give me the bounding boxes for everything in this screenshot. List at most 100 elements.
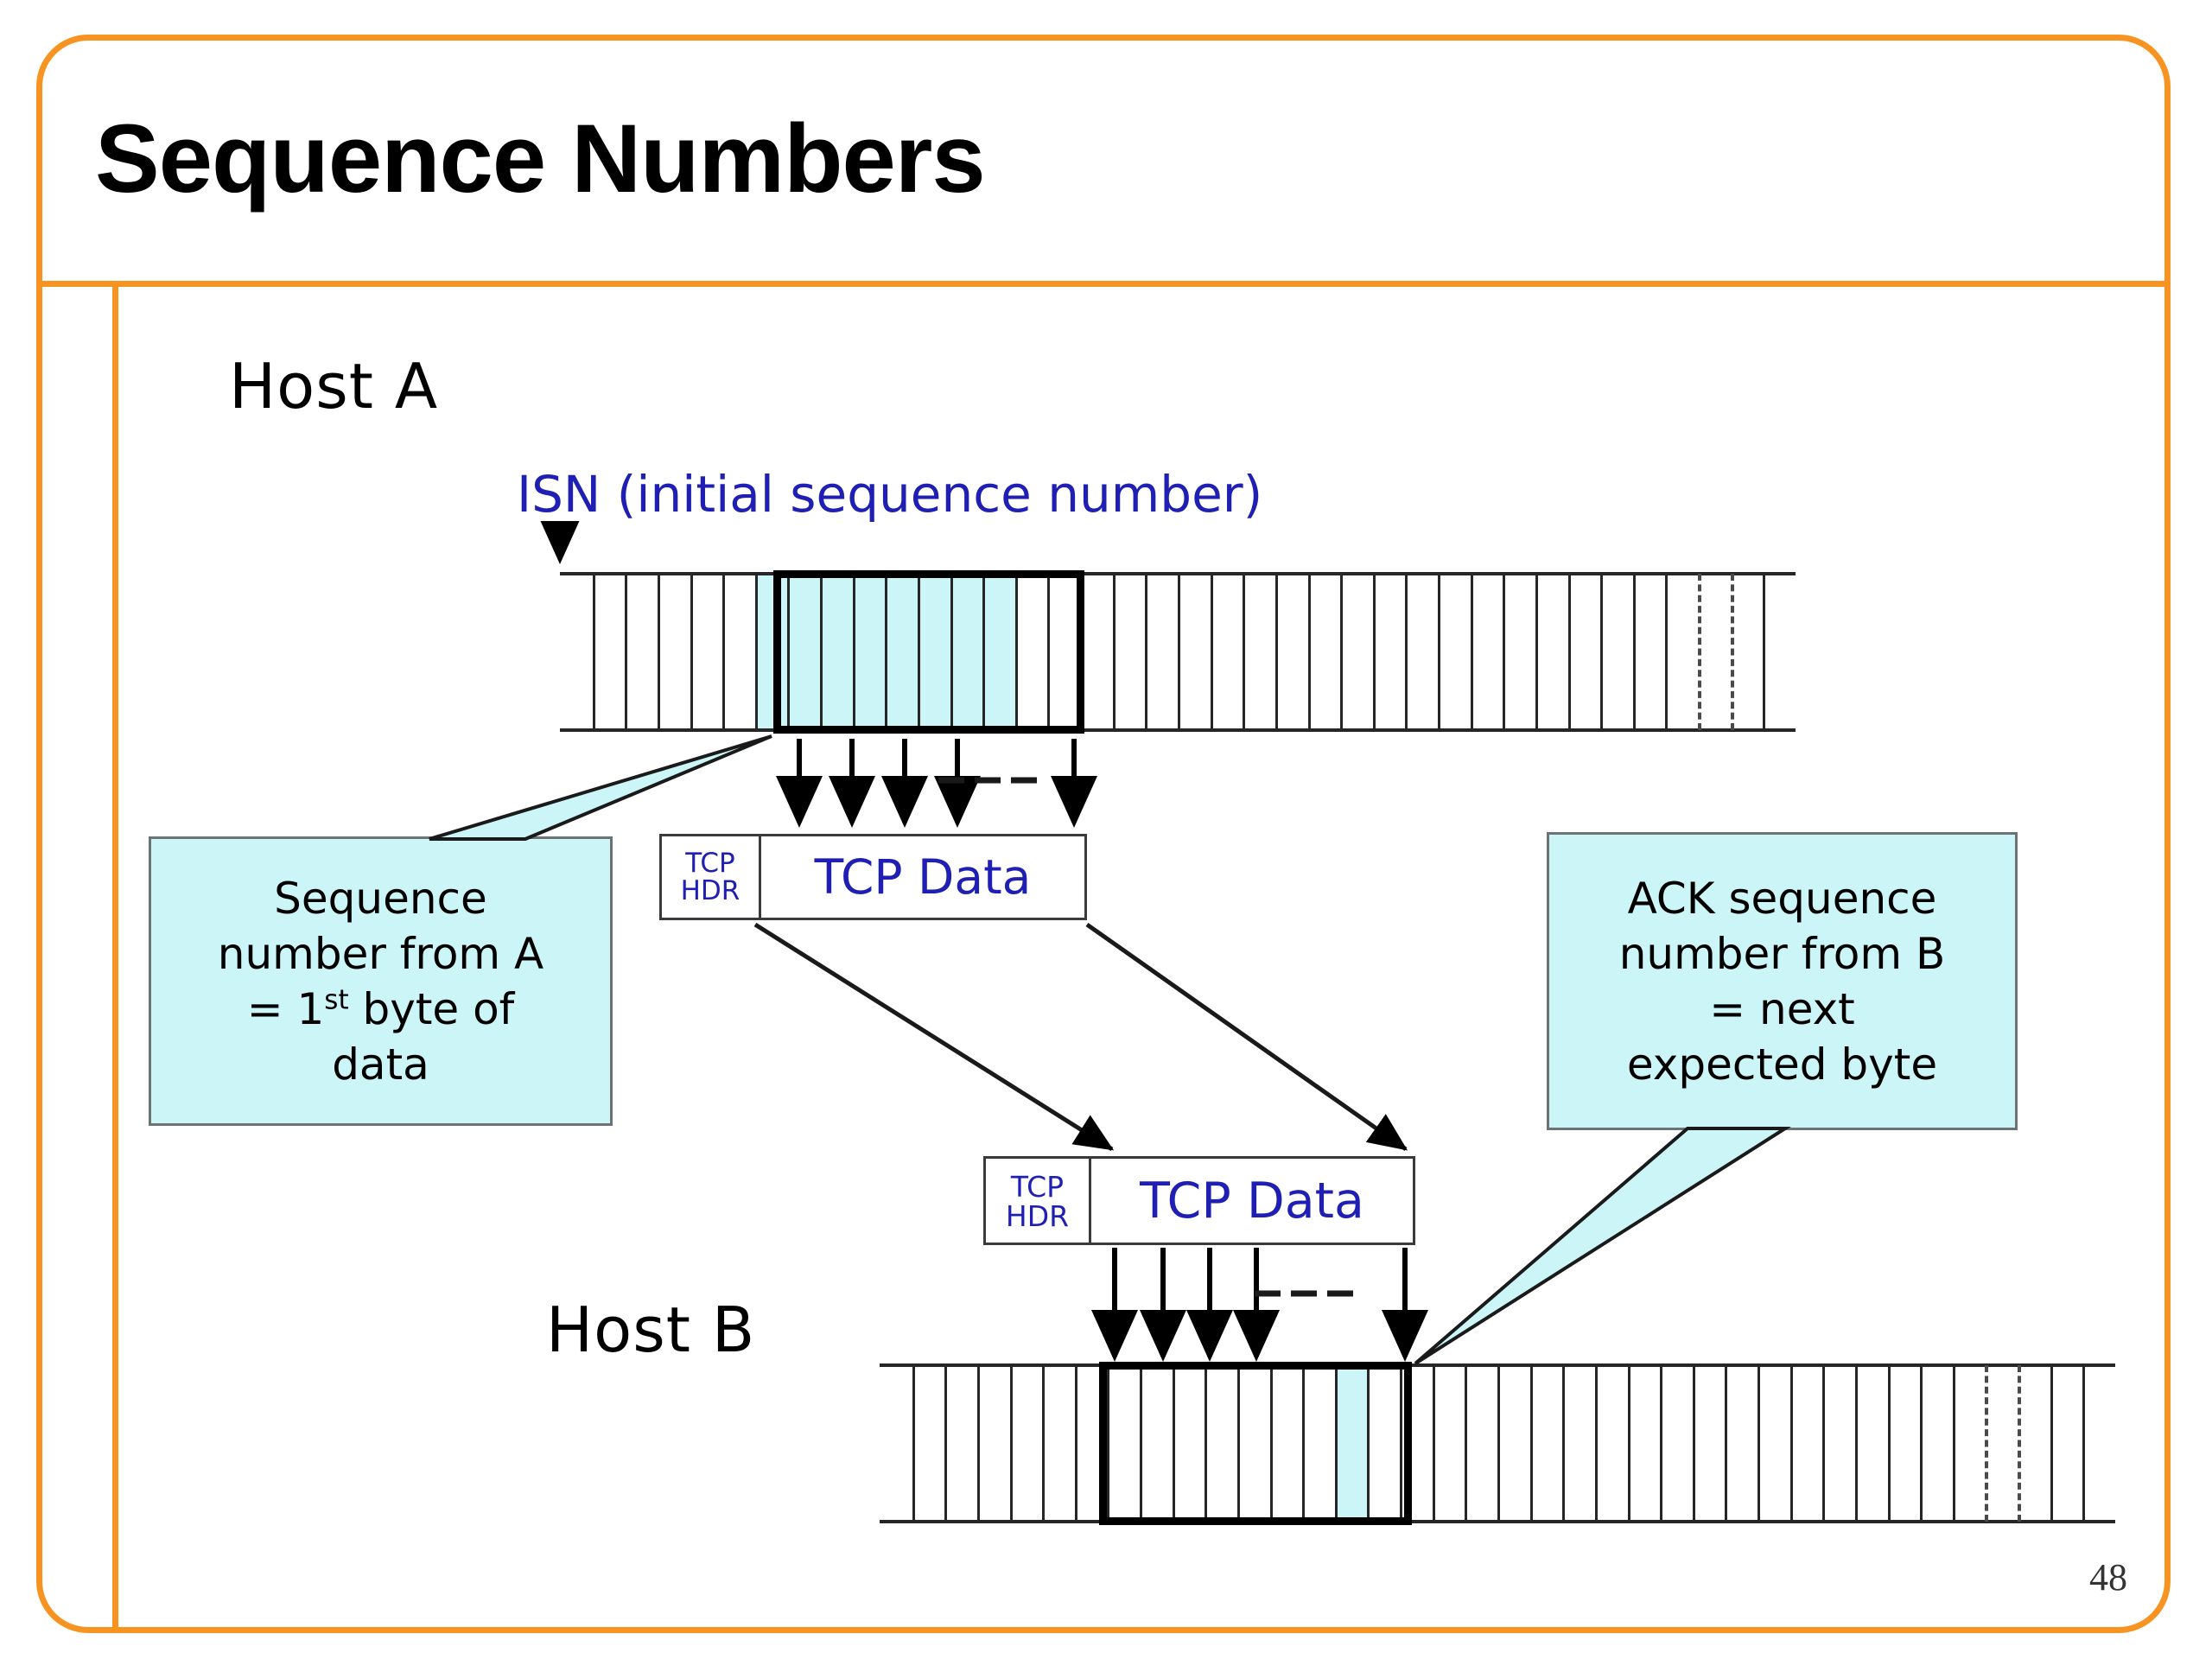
byte-cell-divider	[657, 574, 660, 730]
callout-left-line4: data	[332, 1039, 429, 1090]
byte-cell-divider	[1438, 574, 1441, 730]
callout-right-line4: expected byte	[1626, 1039, 1938, 1090]
callout-left-line3-post: byte of	[348, 983, 515, 1034]
content-left-rule	[112, 284, 118, 1630]
byte-cell-divider	[885, 574, 888, 730]
byte-cell-divider	[1887, 1365, 1891, 1522]
callout-right-line2: number from B	[1618, 928, 1946, 979]
byte-cell-divider	[1698, 574, 1702, 730]
byte-cell-divider	[1112, 574, 1116, 730]
byte-cell-divider	[1535, 574, 1538, 730]
callout-left-line1: Sequence	[274, 873, 487, 924]
byte-cell-divider	[1340, 574, 1344, 730]
byte-cell-divider	[950, 574, 953, 730]
byte-cell-divider	[1562, 1365, 1566, 1522]
byte-cell-divider	[787, 574, 791, 730]
byte-cell-divider	[1822, 1365, 1826, 1522]
callout-sequence-number-from-a: Sequence number from A = 1st byte of dat…	[149, 836, 613, 1126]
host-a-to-packet-arrows	[776, 739, 1097, 828]
byte-cell-divider	[1660, 1365, 1663, 1522]
byte-cell-divider	[1465, 1365, 1468, 1522]
title-divider-rule	[39, 281, 2168, 287]
callout-left-tail	[429, 734, 772, 841]
packet-b-header: TCP HDR	[986, 1159, 1091, 1243]
byte-cell-divider	[754, 574, 758, 730]
byte-cell-divider	[1627, 1365, 1630, 1522]
byte-cell-divider	[625, 574, 628, 730]
host-a-sent-bytes-highlight	[754, 575, 1015, 729]
byte-cell-divider	[1009, 1365, 1013, 1522]
byte-cell-divider	[1854, 1365, 1858, 1522]
byte-cell-divider	[1665, 574, 1669, 730]
packet-b-header-line2: HDR	[1005, 1198, 1070, 1233]
byte-cell-divider	[1205, 1365, 1208, 1522]
byte-cell-divider	[1594, 1365, 1598, 1522]
packet-b-to-host-b-arrows	[1091, 1248, 1428, 1362]
byte-cell-divider	[722, 574, 726, 730]
byte-cell-divider	[1763, 574, 1766, 730]
byte-cell-divider	[1243, 574, 1246, 730]
packet-b-payload-label: TCP Data	[1140, 1172, 1364, 1230]
byte-cell-divider	[1405, 574, 1408, 730]
byte-cell-divider	[1014, 574, 1018, 730]
byte-cell-divider	[1730, 574, 1734, 730]
packet-a-header-line2: HDR	[680, 875, 741, 906]
byte-cell-divider	[1789, 1365, 1793, 1522]
byte-cell-divider	[1107, 1365, 1110, 1522]
byte-cell-divider	[2050, 1365, 2053, 1522]
packet-a-header: TCP HDR	[662, 836, 761, 918]
callout-left-line3: = 1st byte of	[247, 982, 515, 1037]
packet-a-payload-label: TCP Data	[814, 849, 1032, 905]
callout-right-tail	[1414, 1127, 1791, 1365]
byte-cell-divider	[1042, 1365, 1046, 1522]
byte-cell-divider	[912, 1365, 915, 1522]
isn-label: ISN (initial sequence number)	[517, 465, 1263, 524]
callout-left-line3-sup: st	[324, 983, 349, 1015]
host-b-next-expected-byte-highlight	[1334, 1366, 1368, 1521]
byte-cell-divider	[1372, 574, 1376, 730]
callout-left-line2: number from A	[217, 928, 544, 979]
byte-cell-divider	[1920, 1365, 1923, 1522]
byte-cell-divider	[1952, 1365, 1955, 1522]
byte-cell-divider	[1367, 1365, 1370, 1522]
byte-cell-divider	[1047, 574, 1051, 730]
byte-cell-divider	[1470, 574, 1473, 730]
byte-cell-divider	[1567, 574, 1571, 730]
stream-rail-bottom	[880, 1520, 2115, 1523]
byte-cell-divider	[1600, 574, 1604, 730]
byte-cell-divider	[1758, 1365, 1761, 1522]
byte-cell-divider	[1632, 574, 1636, 730]
byte-cell-divider	[2082, 1365, 2086, 1522]
callout-left-line3-pre: = 1	[246, 983, 325, 1034]
byte-cell-divider	[917, 574, 920, 730]
byte-cell-divider	[1236, 1365, 1240, 1522]
packet-a-header-line1: TCP	[685, 848, 735, 880]
page-title: Sequence Numbers	[95, 105, 986, 213]
callout-ack-sequence-number-from-b: ACK sequence number from B = next expect…	[1547, 832, 2018, 1130]
byte-cell-divider	[1334, 1365, 1338, 1522]
packet-a: TCP HDR TCP Data	[659, 834, 1087, 920]
byte-cell-divider	[852, 574, 855, 730]
packet-a-to-packet-b-arrows	[753, 922, 1408, 1152]
byte-cell-divider	[982, 574, 986, 730]
host-b-received-segment-box	[1099, 1362, 1412, 1525]
host-a-sent-segment-box	[773, 570, 1084, 734]
byte-cell-divider	[1692, 1365, 1695, 1522]
host-b-byte-stream	[880, 1363, 2115, 1523]
byte-cell-divider	[1074, 1365, 1077, 1522]
byte-cell-divider	[976, 1365, 980, 1522]
byte-cell-divider	[1274, 574, 1278, 730]
byte-cell-divider	[1432, 1365, 1435, 1522]
byte-cell-divider	[1269, 1365, 1273, 1522]
callout-right-line3: = next	[1709, 983, 1855, 1034]
byte-cell-divider	[1529, 1365, 1533, 1522]
byte-cell-divider	[944, 1365, 948, 1522]
byte-cell-divider	[1307, 574, 1311, 730]
host-a-label: Host A	[229, 350, 439, 423]
stream-rail-bottom	[560, 728, 1796, 732]
byte-cell-divider	[820, 574, 823, 730]
byte-cell-divider	[592, 574, 595, 730]
byte-cell-divider	[2018, 1365, 2022, 1522]
byte-cell-divider	[1145, 574, 1148, 730]
